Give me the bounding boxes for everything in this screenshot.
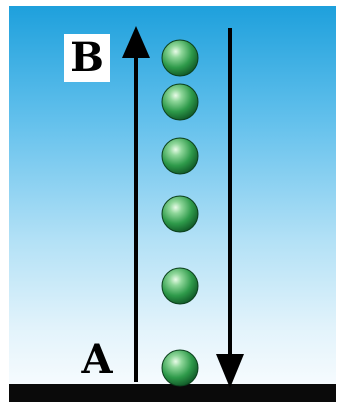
ball bbox=[161, 83, 199, 121]
downward-arrow bbox=[216, 28, 244, 388]
ball-positions bbox=[161, 39, 199, 387]
point-b-label: B bbox=[64, 34, 110, 82]
ball bbox=[161, 267, 199, 305]
ball bbox=[161, 195, 199, 233]
ground-surface bbox=[9, 384, 336, 402]
ball bbox=[161, 137, 199, 175]
ball bbox=[161, 39, 199, 77]
ball bbox=[161, 349, 199, 387]
point-a-label: A bbox=[81, 336, 113, 383]
upward-arrow bbox=[122, 26, 150, 382]
